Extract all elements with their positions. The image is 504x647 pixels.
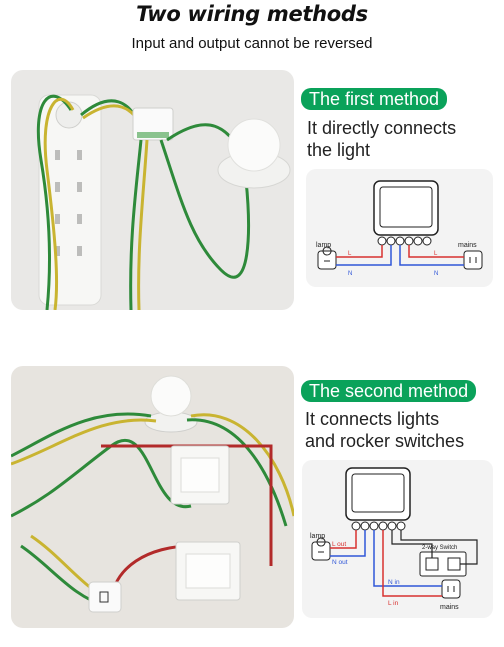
method2-wiring-diagram: lamp L out N out N in L in 2-way Switch … <box>302 460 493 618</box>
page-subtitle: Input and output cannot be reversed <box>131 35 373 52</box>
method1-photo <box>11 70 294 310</box>
method1-lamp-label: lamp <box>316 242 331 249</box>
page-title: Two wiring methods <box>136 2 368 26</box>
method2-l-in-label: L in <box>388 600 399 607</box>
method1-mains-label: mains <box>458 242 477 249</box>
method2-lamp-label: lamp <box>310 533 325 540</box>
method2-photo <box>11 366 294 628</box>
method2-mains-label: mains <box>440 604 459 611</box>
method1-wire-n-right: N <box>434 271 438 277</box>
method1-description-line1: It directly connects <box>307 118 457 138</box>
method1-wire-n-left: N <box>348 271 352 277</box>
method1-badge: The first method <box>301 88 448 110</box>
method2-n-out-label: N out <box>332 559 348 566</box>
method2-l-out-label: L out <box>332 541 346 548</box>
method1-wiring-diagram: lamp mains L N L N <box>306 169 493 287</box>
method2-switch-label: 2-way Switch <box>422 545 457 551</box>
method2-badge: The second method <box>301 380 477 402</box>
method2-n-in-label: N in <box>388 579 400 586</box>
method1-wire-l-left: L <box>348 251 352 257</box>
method2-description-line2: and rocker switches <box>305 431 465 451</box>
method2-description-line1: It connects lights <box>305 409 440 429</box>
method1-description-line2: the light <box>307 140 371 160</box>
method1-wire-l-right: L <box>434 251 438 257</box>
